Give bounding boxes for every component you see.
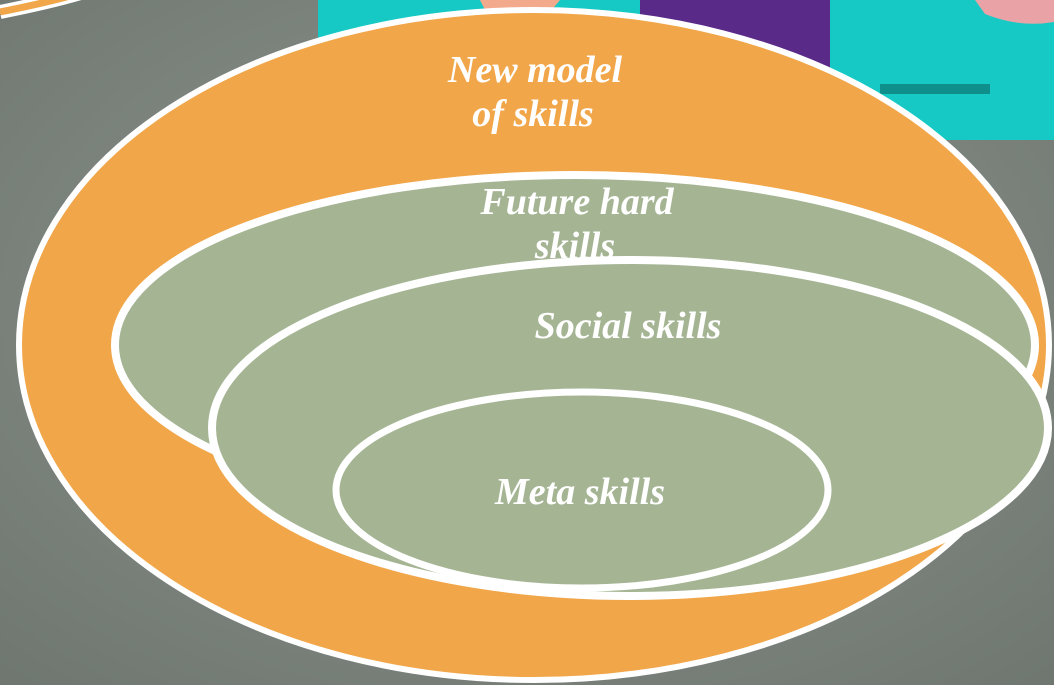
future-hard-label-line1: Future hard [479,181,674,223]
corner-ring-fragment-inner [0,0,69,16]
meta-skills-ellipse [332,388,832,592]
future-hard-label-line2: skills [534,225,615,267]
illustration-skin-shape-right [975,0,1054,24]
new-model-label-line1: New model [447,49,623,91]
meta-skills-label: Meta skills [494,471,665,513]
new-model-label-line2: of skills [472,93,593,135]
illustration-shadow-stripe [880,84,990,94]
social-skills-label: Social skills [535,305,722,347]
